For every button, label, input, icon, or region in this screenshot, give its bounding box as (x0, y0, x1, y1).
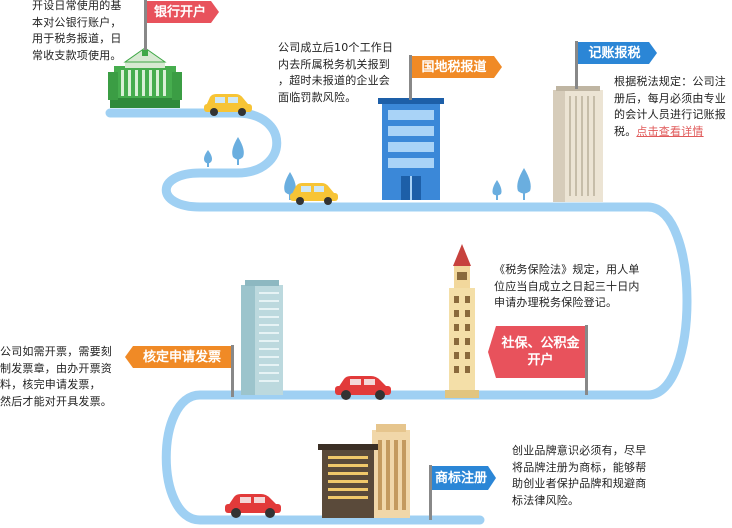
tree-icon (492, 180, 502, 200)
red-car-icon (225, 494, 281, 518)
trademark-description: 创业品牌意识必须有，尽早 将品牌注册为商标，能够帮 助创业者保护品牌和规避商 标… (512, 444, 647, 507)
tax-office-building (378, 98, 444, 200)
red-car-icon (335, 376, 391, 400)
bookkeeping-description: 根据税法规定：公司注 册后，每月必须由专业 的会计人员进行记账报 税。 (614, 75, 726, 138)
trademark-label[interactable]: 商标注册 (434, 470, 487, 486)
bookkeeping-description-block: 根据税法规定：公司注 册后，每月必须由专业 的会计人员进行记账报 税。点击查看详… (614, 74, 732, 140)
invoice-label[interactable]: 核定申请发票 (142, 349, 221, 365)
tree-icon (204, 150, 212, 167)
bookkeeping-label[interactable]: 记账报税 (588, 45, 641, 61)
flag-bookkeeping (575, 41, 657, 89)
tax-report-description: 公司成立后10个工作日 内去所属税务机关报到 ，超时未报道的企业会 面临罚款风险… (278, 41, 394, 104)
glass-tower-building (241, 280, 283, 395)
tree-icon (517, 168, 531, 200)
flag-invoice (125, 345, 234, 397)
yellow-car-icon (290, 183, 338, 205)
flag-trademark (429, 465, 496, 520)
flag-tax-report (409, 55, 502, 100)
social-insurance-label-line1: 社保、公积金 (501, 336, 580, 351)
clock-tower-building (445, 244, 479, 398)
invoice-description: 公司如需开票，需要刻 制发票章，由办开票资 料，核完申请发票， 然后才能对开具发… (0, 345, 112, 408)
tree-icon (284, 172, 296, 200)
social-insurance-label-line2: 开户 (527, 353, 554, 368)
bank-building (108, 47, 182, 108)
tax-report-label[interactable]: 国地税报道 (421, 59, 487, 75)
flag-social-insurance (488, 325, 588, 395)
accounting-building (553, 86, 603, 202)
yellow-car-icon (204, 94, 252, 116)
social-insurance-description: 《税务保险法》规定，用人单 位应当自成立之日起三十日内 申请办理税务保险登记。 (494, 263, 640, 309)
flag-bank (144, 0, 219, 50)
tree-icon (232, 137, 244, 165)
winding-road (105, 108, 692, 525)
social-insurance-label[interactable]: 社保、公积金 开户 (496, 327, 585, 377)
bank-account-label[interactable]: 银行开户 (153, 4, 206, 20)
trademark-office-building (318, 424, 410, 518)
bank-account-description: 开设日常使用的基 本对公银行账户， 用于税务报道，日 常收支款项使用。 (32, 0, 122, 62)
view-details-link[interactable]: 点击查看详情 (636, 124, 704, 138)
